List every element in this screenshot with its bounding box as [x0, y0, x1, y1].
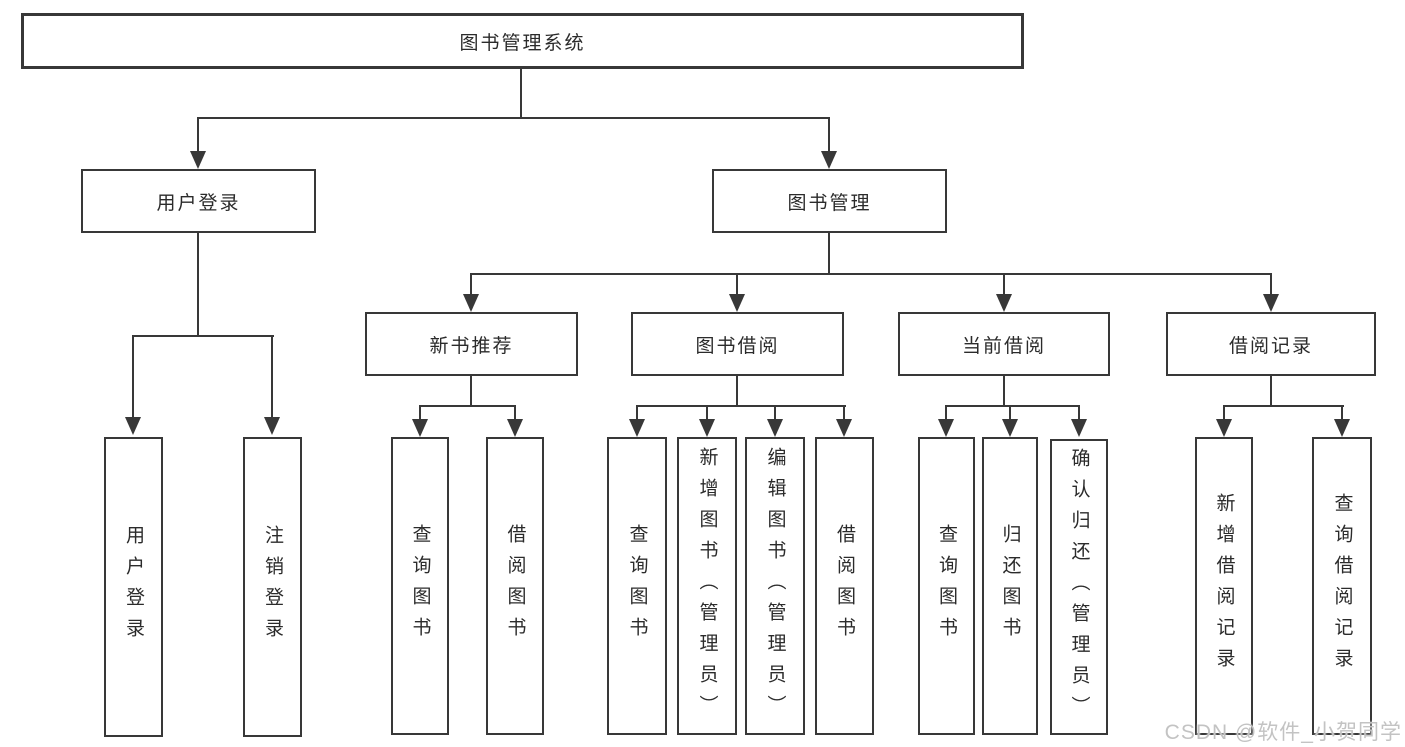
node-leaf-query-books-2: 查询图书 [607, 437, 667, 735]
arrow-down-icon [767, 419, 783, 437]
connector-line [828, 233, 830, 275]
node-leaf-borrow-books-1: 借阅图书 [486, 437, 544, 735]
arrow-down-icon [1002, 419, 1018, 437]
connector-line [470, 273, 472, 294]
arrow-down-icon [729, 294, 745, 312]
connector-line [774, 405, 776, 421]
node-leaf-add-book-admin: 新增图书（管理员） [677, 437, 737, 735]
connector-line [1270, 273, 1272, 294]
connector-line [419, 405, 421, 421]
arrow-down-icon [996, 294, 1012, 312]
connector-line [419, 405, 516, 407]
arrow-down-icon [463, 294, 479, 312]
arrow-down-icon [1071, 419, 1087, 437]
connector-line [1003, 273, 1005, 294]
connector-line [197, 117, 830, 119]
arrow-down-icon [412, 419, 428, 437]
node-leaf-borrow-books-2: 借阅图书 [815, 437, 874, 735]
arrow-down-icon [821, 151, 837, 169]
node-user-login: 用户登录 [81, 169, 316, 233]
node-leaf-query-books-1: 查询图书 [391, 437, 449, 735]
arrow-down-icon [190, 151, 206, 169]
connector-line [843, 405, 845, 421]
node-borrowing-records: 借阅记录 [1166, 312, 1376, 376]
connector-line [132, 335, 274, 337]
connector-line [514, 405, 516, 421]
node-root: 图书管理系统 [21, 13, 1024, 69]
connector-line [1341, 405, 1343, 421]
arrow-down-icon [629, 419, 645, 437]
node-new-book-recommend: 新书推荐 [365, 312, 578, 376]
connector-line [636, 405, 846, 407]
connector-line [470, 273, 1272, 275]
node-current-borrowing: 当前借阅 [898, 312, 1110, 376]
connector-line [828, 117, 830, 151]
connector-line [1223, 405, 1344, 407]
connector-line [736, 273, 738, 294]
connector-line [1009, 405, 1011, 421]
connector-line [945, 405, 1080, 407]
node-leaf-query-books-3: 查询图书 [918, 437, 975, 735]
arrow-down-icon [836, 419, 852, 437]
connector-line [1270, 376, 1272, 407]
connector-line [1003, 376, 1005, 407]
arrow-down-icon [1263, 294, 1279, 312]
arrow-down-icon [507, 419, 523, 437]
node-leaf-logout: 注销登录 [243, 437, 302, 737]
connector-line [1078, 405, 1080, 421]
node-book-borrowing: 图书借阅 [631, 312, 844, 376]
node-leaf-user-login: 用户登录 [104, 437, 163, 737]
arrow-down-icon [699, 419, 715, 437]
connector-line [197, 233, 199, 337]
node-leaf-return-books: 归还图书 [982, 437, 1038, 735]
connector-line [132, 335, 134, 417]
node-book-management: 图书管理 [712, 169, 947, 233]
watermark: CSDN @软件_小贺同学 [1164, 721, 1402, 744]
connector-line [470, 376, 472, 407]
connector-line [197, 117, 199, 151]
node-leaf-confirm-return-admin: 确认归还（管理员） [1050, 439, 1108, 735]
connector-line [945, 405, 947, 421]
connector-line [636, 405, 638, 421]
node-leaf-query-borrow-record: 查询借阅记录 [1312, 437, 1372, 735]
arrow-down-icon [125, 417, 141, 435]
arrow-down-icon [1334, 419, 1350, 437]
connector-line [1223, 405, 1225, 421]
connector-line [706, 405, 708, 421]
node-leaf-add-borrow-record: 新增借阅记录 [1195, 437, 1253, 735]
connector-line [736, 376, 738, 407]
arrow-down-icon [1216, 419, 1232, 437]
connector-line [271, 335, 273, 417]
arrow-down-icon [938, 419, 954, 437]
arrow-down-icon [264, 417, 280, 435]
connector-line [520, 69, 522, 119]
node-leaf-edit-book-admin: 编辑图书（管理员） [745, 437, 805, 735]
